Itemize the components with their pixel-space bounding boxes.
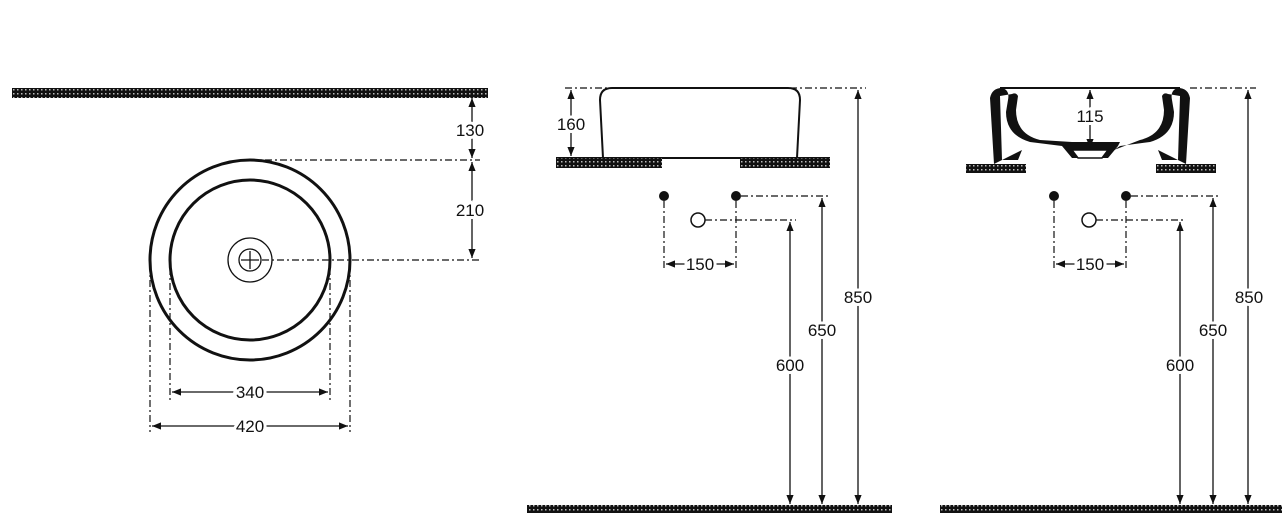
dim-650: 650 <box>808 321 836 340</box>
dim-160: 160 <box>557 115 585 134</box>
drain-cross-icon <box>241 251 259 269</box>
dim-340: 340 <box>236 383 264 402</box>
dim-850: 850 <box>1235 288 1263 307</box>
dim-850: 850 <box>844 288 872 307</box>
dim-600: 600 <box>776 356 804 375</box>
dim-150: 150 <box>686 255 714 274</box>
front-view: 160 150 600 650 850 <box>527 87 892 513</box>
dim-420: 420 <box>236 417 264 436</box>
section-view: 115 150 600 650 850 <box>940 87 1282 513</box>
supply-pipe-right <box>1121 191 1131 201</box>
floor <box>940 505 1282 513</box>
drain-inner <box>238 248 262 272</box>
countertop-left <box>556 158 662 168</box>
waste-pipe <box>690 212 706 228</box>
basin-profile <box>598 87 802 159</box>
dim-210: 210 <box>456 201 484 220</box>
floor <box>527 505 892 513</box>
countertop-right <box>740 158 830 168</box>
countertop-left <box>966 164 1026 173</box>
countertop <box>12 88 488 98</box>
basin-section-right <box>1114 88 1190 164</box>
dim-650: 650 <box>1199 321 1227 340</box>
plan-view: 130 210 340 420 <box>12 88 488 439</box>
dim-150: 150 <box>1076 255 1104 274</box>
supply-pipe-left <box>1049 191 1059 201</box>
dim-115: 115 <box>1076 107 1103 126</box>
dim-130: 130 <box>456 121 484 140</box>
supply-pipe-right <box>731 191 741 201</box>
supply-pipe-left <box>659 191 669 201</box>
waste-pipe <box>1081 212 1097 228</box>
basin-inner-rim <box>168 178 332 342</box>
dim-600: 600 <box>1166 356 1194 375</box>
countertop-right <box>1156 164 1216 173</box>
